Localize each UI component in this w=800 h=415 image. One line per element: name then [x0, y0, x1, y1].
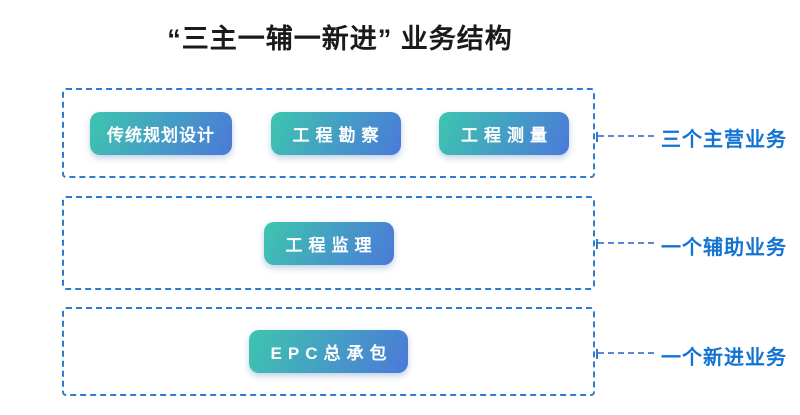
group-box-main-businesses: 传统规划设计 工程勘察 工程测量: [62, 88, 595, 178]
group-box-auxiliary-business: 工程监理: [62, 196, 595, 290]
pill-engineering-supervision: 工程监理: [263, 221, 394, 265]
pill-engineering-measurement: 工程测量: [439, 111, 569, 155]
pill-engineering-survey: 工程勘察: [270, 111, 401, 155]
connector-line-main: [596, 132, 654, 142]
side-label-main-businesses: 三个主营业务: [661, 129, 787, 151]
page-title: “三主一辅一新进” 业务结构: [167, 24, 513, 54]
connector-line-new: [596, 349, 654, 359]
pill-epc-general-contracting: EPC总承包: [248, 330, 409, 373]
pill-traditional-planning-design: 传统规划设计: [90, 111, 232, 155]
group-box-new-business: EPC总承包: [62, 307, 595, 396]
side-label-new-business: 一个新进业务: [661, 347, 787, 369]
side-label-auxiliary-business: 一个辅助业务: [661, 237, 787, 259]
connector-line-auxiliary: [596, 239, 654, 249]
